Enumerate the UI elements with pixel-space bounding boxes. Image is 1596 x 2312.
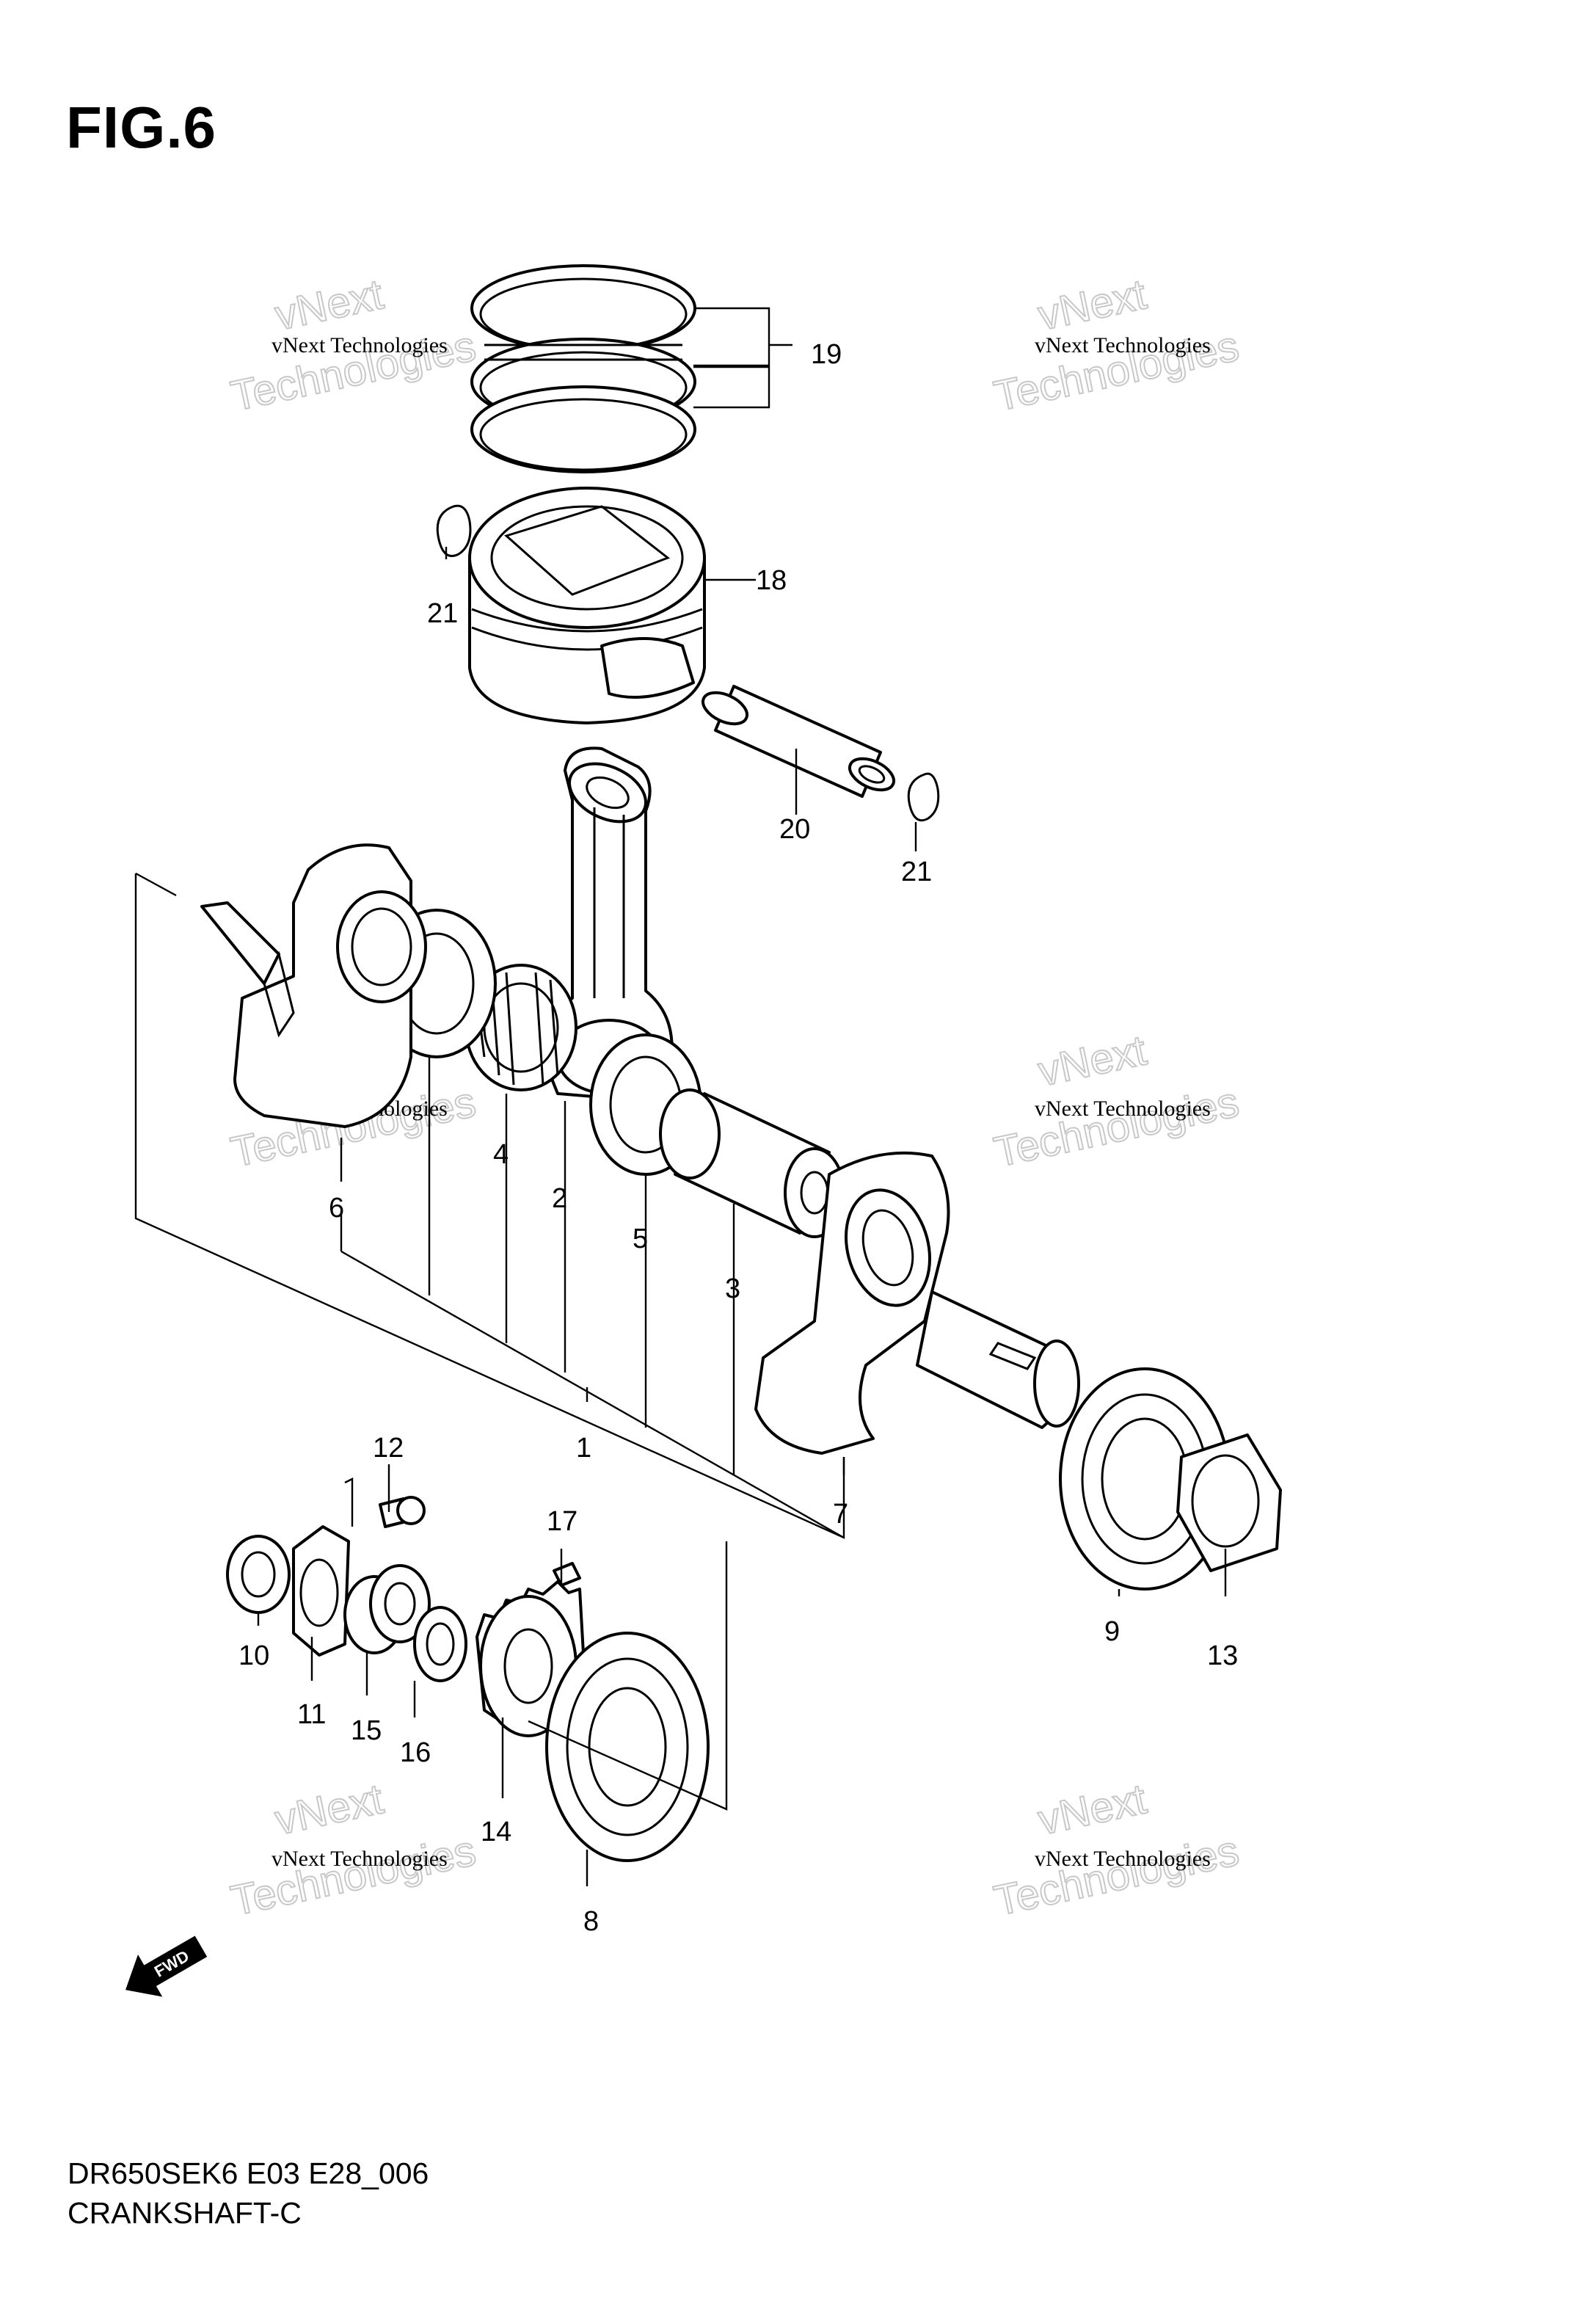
- watermark-line: vNext Technologies: [272, 333, 448, 357]
- piston-pin-circlip-left: [436, 504, 472, 557]
- crankshaft-bearing-right: [1059, 1367, 1231, 1591]
- callout-10: 10: [238, 1640, 269, 1671]
- callout-15: 15: [351, 1715, 382, 1746]
- watermark-brand-top: vNext: [1034, 1026, 1151, 1095]
- oil-seal: [226, 1535, 291, 1614]
- callout-9: 9: [1104, 1616, 1120, 1647]
- callout-6: 6: [329, 1193, 344, 1224]
- callout-13: 13: [1207, 1640, 1238, 1671]
- watermark-brand-top: vNext: [1034, 1775, 1151, 1844]
- watermark-line: vNext Technologies: [272, 1847, 448, 1871]
- retainer-screw: [379, 1496, 426, 1528]
- callout-labels: 19 18 21 20 21 4 2 5 6 3 1 7 12 17 9 13 …: [238, 339, 1238, 1937]
- callout-7: 7: [833, 1499, 848, 1530]
- crankshaft-bearing-left: [545, 1632, 710, 1862]
- watermark-top-left: vNext Technologies vNext Technologies: [226, 269, 481, 421]
- callout-4: 4: [493, 1139, 509, 1170]
- piston-ring-set: [470, 264, 696, 473]
- callout-1: 1: [576, 1433, 591, 1464]
- watermark-mid-right: vNext Technologies vNext Technologies: [989, 1025, 1244, 1177]
- callout-14: 14: [481, 1817, 511, 1847]
- crank-pin: [659, 1088, 845, 1238]
- spacer: [343, 1564, 431, 1654]
- leader-lines: [257, 307, 1227, 1886]
- callout-11: 11: [297, 1699, 326, 1730]
- watermark-brand-top: vNext: [271, 1775, 387, 1844]
- assembly-bracket: [134, 872, 845, 1811]
- callout-21-left: 21: [427, 598, 458, 629]
- watermark-bottom-left: vNext Technologies vNext Technologies: [226, 1774, 481, 1925]
- callout-5: 5: [633, 1224, 648, 1254]
- callout-19: 19: [811, 339, 842, 370]
- piston-pin: [702, 685, 895, 798]
- figure-title: FIG.6: [66, 95, 217, 160]
- callout-21-right: 21: [901, 857, 932, 887]
- assembly-name: CRANKSHAFT-C: [68, 2196, 302, 2230]
- retainer-plate: [292, 1525, 350, 1657]
- watermark-brand-top: vNext: [1034, 270, 1151, 339]
- key: [553, 1562, 581, 1587]
- watermark-brand-bottom: Technologies: [990, 1827, 1243, 1925]
- watermark-line: vNext Technologies: [1035, 333, 1211, 357]
- crankshaft-nut: [1176, 1433, 1282, 1572]
- watermark-top-right: vNext Technologies vNext Technologies: [989, 269, 1244, 421]
- watermark-brand-bottom: Technologies: [990, 1078, 1243, 1177]
- callout-20: 20: [779, 814, 810, 845]
- callout-2: 2: [552, 1183, 567, 1214]
- callout-16: 16: [400, 1737, 431, 1768]
- watermark-line: vNext Technologies: [1035, 1097, 1211, 1121]
- watermark-bottom-right: vNext Technologies vNext Technologies: [989, 1774, 1244, 1925]
- watermark-brand-top: vNext: [271, 270, 387, 339]
- callout-17: 17: [547, 1506, 577, 1537]
- callout-8: 8: [583, 1906, 599, 1937]
- drawing-code: DR650SEK6 E03 E28_006: [68, 2156, 429, 2190]
- crankshaft-right-half: [754, 1151, 1080, 1455]
- shim-washer: [413, 1606, 467, 1682]
- watermark-brand-bottom: Technologies: [227, 1827, 480, 1925]
- callout-3: 3: [725, 1273, 740, 1304]
- callout-12: 12: [373, 1433, 404, 1464]
- piston-pin-circlip-right: [907, 772, 940, 822]
- forward-direction-arrow: FWD: [125, 1935, 208, 1997]
- piston: [468, 487, 706, 724]
- watermark-line: vNext Technologies: [1035, 1847, 1211, 1871]
- crankshaft-left-half: [200, 843, 427, 1128]
- callout-18: 18: [756, 565, 787, 596]
